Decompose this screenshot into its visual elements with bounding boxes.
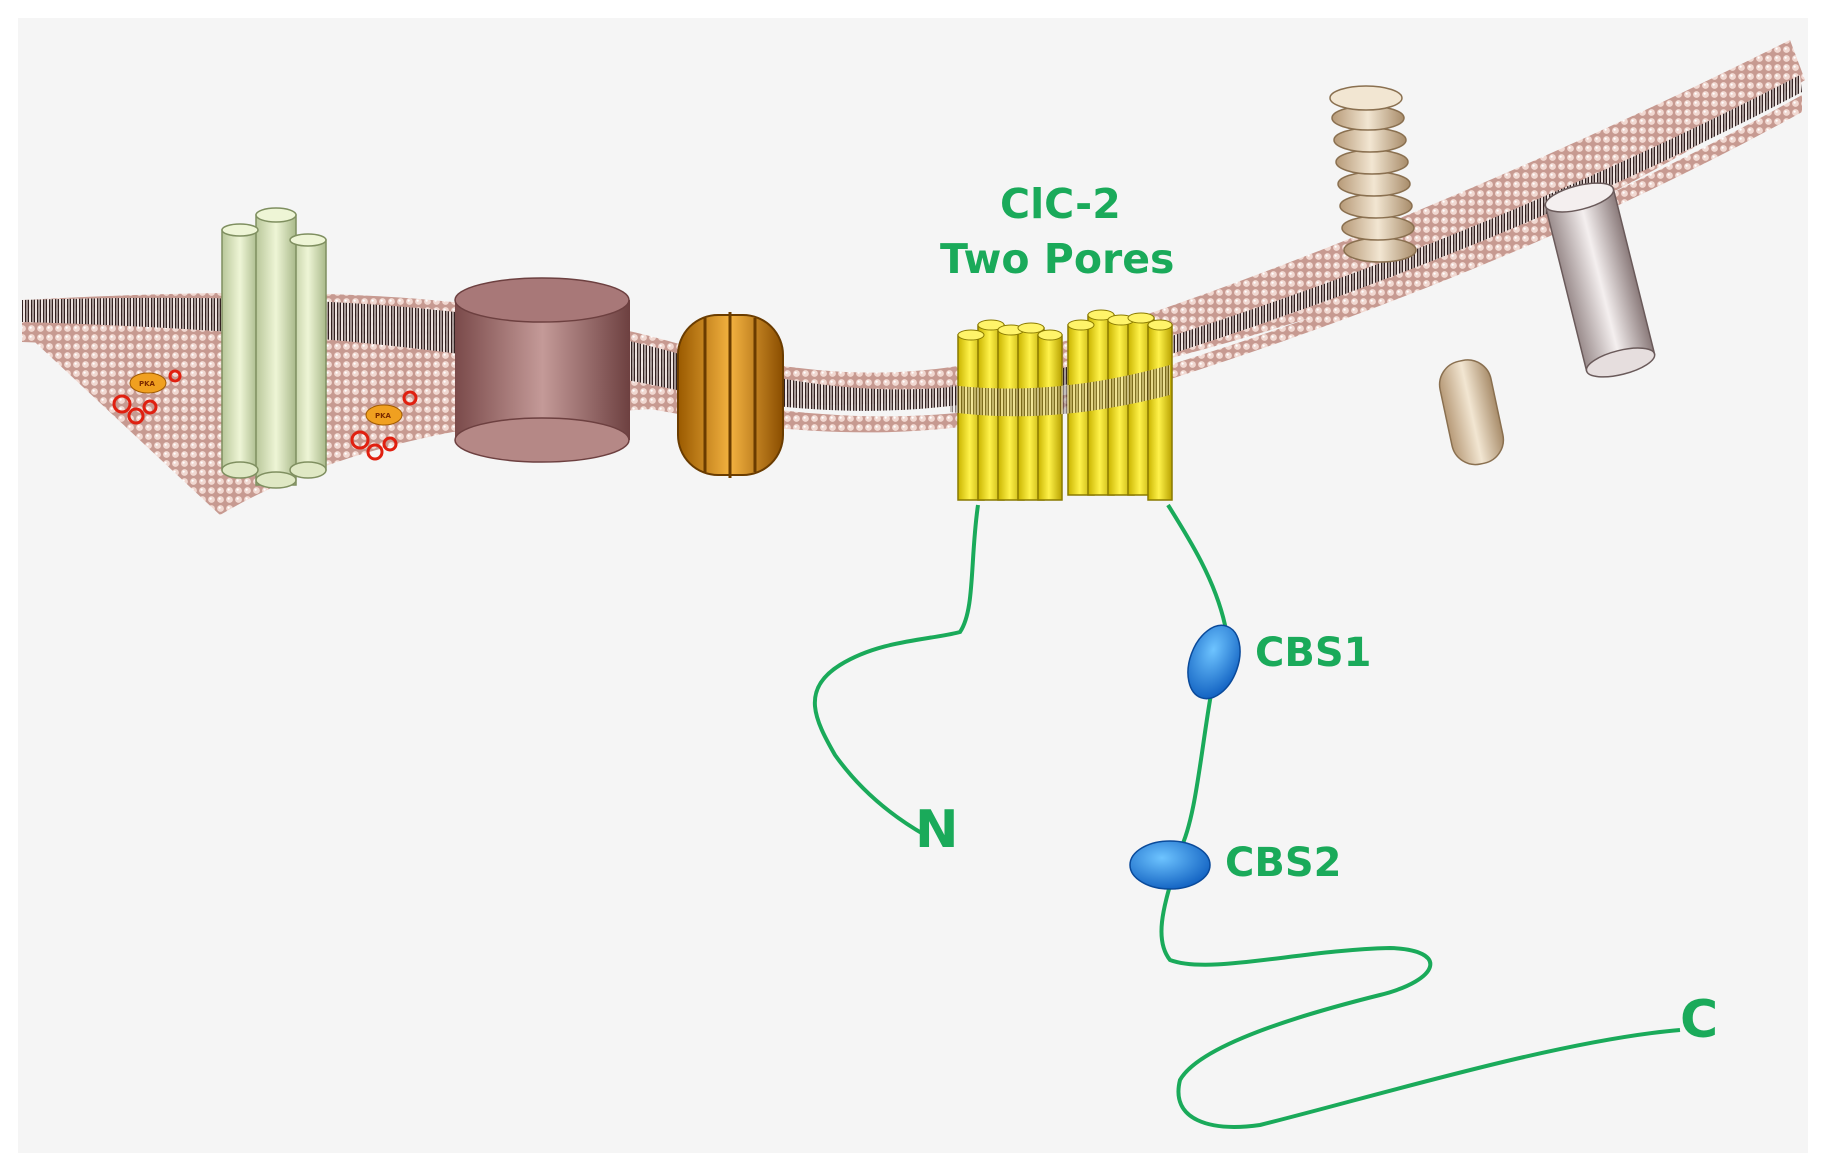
tan-coil-protein xyxy=(1329,85,1505,466)
c-terminus-label: C xyxy=(1680,990,1719,1050)
pka-label-right: PKA xyxy=(375,412,392,420)
cbs1-label: CBS1 xyxy=(1255,630,1372,676)
clc2-channel xyxy=(950,309,1173,501)
cbs2-domain xyxy=(1129,840,1211,890)
mauve-protein xyxy=(454,277,630,463)
grey-protein xyxy=(1544,182,1656,378)
channel-subtitle-label: Two Pores xyxy=(940,235,1175,283)
n-terminus-label: N xyxy=(915,800,959,860)
channel-name-label: ClC-2 xyxy=(1000,180,1121,228)
cbs1-domain xyxy=(1187,624,1241,700)
c-terminal-chain xyxy=(1159,503,1681,1129)
pka-label-left: PKA xyxy=(139,380,156,388)
pka-cluster-left: PKA xyxy=(112,369,182,425)
pka-cluster-right: PKA xyxy=(350,390,418,461)
cbs2-label: CBS2 xyxy=(1225,840,1342,886)
n-terminal-chain xyxy=(813,504,980,837)
green-transporter xyxy=(221,207,327,489)
orange-channel xyxy=(677,312,784,478)
